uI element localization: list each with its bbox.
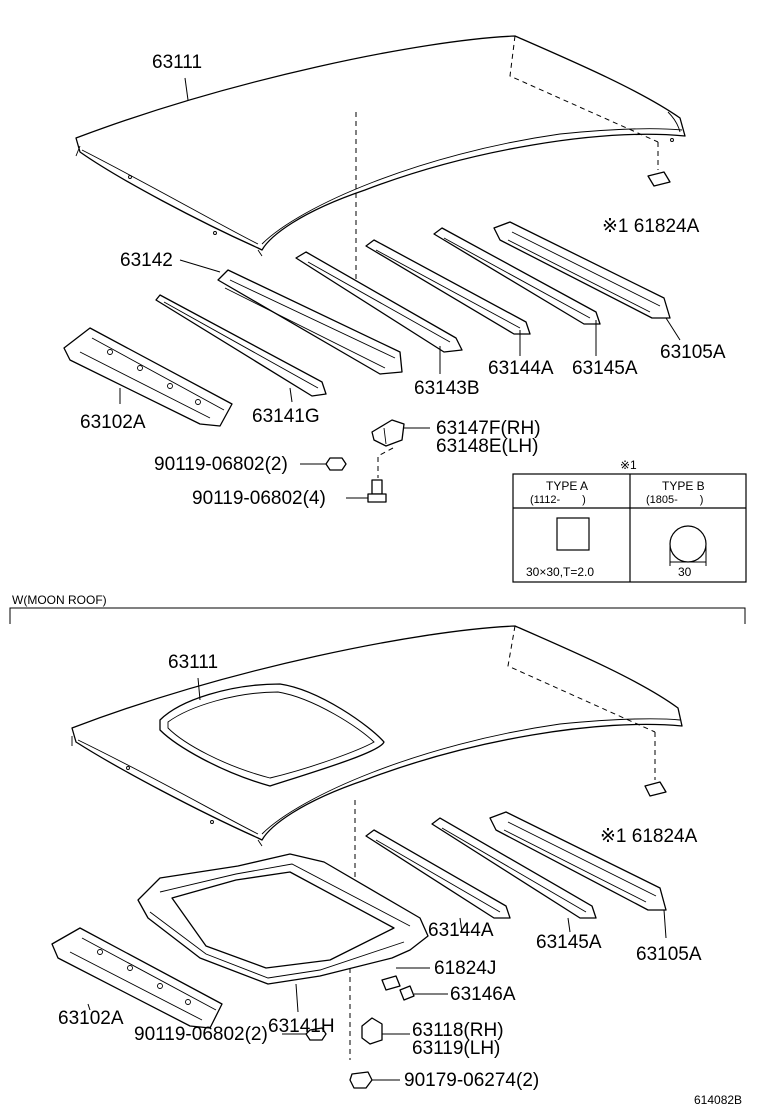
- rail-63102a: [63, 327, 233, 427]
- label-63102a-top: 63102A: [80, 412, 146, 433]
- rail-63102a-moonroof: [51, 927, 223, 1029]
- diagram-id: 614082B: [694, 1093, 742, 1107]
- rail-63105a-moonroof: [489, 811, 667, 911]
- type-b-circle-icon: [669, 525, 707, 563]
- label-63144a-top: 63144A: [488, 358, 554, 379]
- label-screw-moonroof: 90119-06802(2): [134, 1024, 268, 1045]
- label-screw-top-a: 90119-06802(2): [154, 454, 288, 475]
- label-63141g: 63141G: [252, 406, 320, 427]
- label-63143b: 63143B: [414, 378, 480, 399]
- label-61824a-moonroof: ※1 61824A: [600, 826, 698, 847]
- roof-panel-top: [75, 35, 686, 257]
- moonroof-label: W(MOON ROOF): [12, 593, 107, 607]
- label-63147f: 63147F(RH): [436, 418, 541, 439]
- rail-63145a: [433, 227, 601, 325]
- label-63145a-moonroof: 63145A: [536, 932, 602, 953]
- bottom-assembly: 63111 ※1 61824A 63144A 63145A 63105A 618…: [51, 625, 702, 1091]
- label-61824j: 61824J: [434, 958, 496, 979]
- rail-63142: [217, 269, 403, 375]
- label-screw-top-b: 90119-06802(4): [192, 488, 326, 509]
- label-63105a-moonroof: 63105A: [636, 944, 702, 965]
- label-63146a: 63146A: [450, 984, 516, 1005]
- type-a-square-icon: [556, 517, 590, 551]
- rail-63141g: [155, 294, 327, 397]
- label-63111-moonroof: 63111: [168, 652, 218, 673]
- moonroof-section-header: W(MOON ROOF): [9, 593, 746, 624]
- label-63111-top: 63111: [152, 52, 202, 73]
- legend-type-a-range: (1112- ): [530, 494, 586, 506]
- label-63105a-top: 63105A: [660, 342, 726, 363]
- rail-63143b: [295, 251, 463, 353]
- pad-type-legend: ※1 TYPE A (1112- ) TYPE B (1805- ) 30×30…: [512, 458, 747, 583]
- label-63142: 63142: [120, 250, 173, 271]
- legend-title: ※1: [620, 458, 637, 472]
- rail-63144a: [365, 239, 531, 335]
- legend-type-a-size: 30×30,T=2.0: [526, 565, 594, 579]
- label-63141h: 63141H: [268, 1016, 335, 1037]
- screw-top-a: [325, 457, 347, 471]
- label-63144a-moonroof: 63144A: [428, 920, 494, 941]
- legend-type-b-range: (1805- ): [646, 494, 703, 506]
- label-63148e: 63148E(LH): [436, 436, 538, 457]
- label-63145a-top: 63145A: [572, 358, 638, 379]
- bracket-63147f: [371, 419, 405, 447]
- rail-63105a: [493, 221, 671, 319]
- rail-63145a-moonroof: [431, 817, 597, 919]
- label-63102a-moonroof: 63102A: [58, 1008, 124, 1029]
- sunroof-frame-63141h: [137, 853, 429, 985]
- rail-63144a-moonroof: [365, 829, 511, 919]
- top-assembly: 63111 63142 63102A 63141G 63143B 63144A …: [63, 35, 726, 509]
- legend-type-b-name: TYPE B: [662, 479, 705, 493]
- label-nut-moonroof: 90179-06274(2): [404, 1070, 539, 1091]
- screw-top-b: [367, 479, 387, 503]
- label-63119: 63119(LH): [412, 1038, 500, 1059]
- label-63118: 63118(RH): [412, 1020, 504, 1041]
- label-61824a-top: ※1 61824A: [602, 216, 700, 237]
- legend-type-b-size: 30: [678, 565, 692, 579]
- legend-type-a-name: TYPE A: [546, 479, 588, 493]
- roof-panel-moonroof: [71, 625, 683, 847]
